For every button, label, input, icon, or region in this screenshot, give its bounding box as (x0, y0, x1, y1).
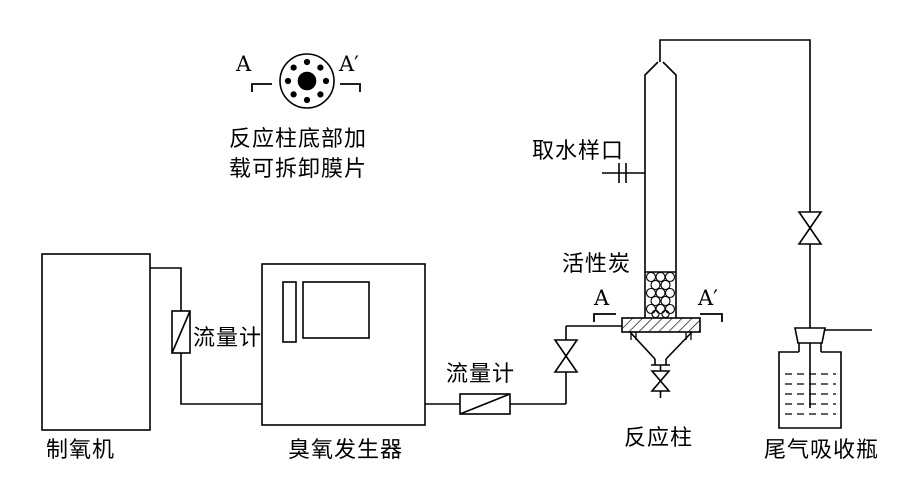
pipe-ozone-to-column (425, 325, 622, 405)
oxygen-generator-label: 制氧机 (46, 437, 116, 462)
membrane-note-line2: 载可拆卸膜片 (228, 156, 367, 181)
tail-gas-bottle-label: 尾气吸收瓶 (764, 437, 880, 462)
membrane-section-circle-icon (279, 53, 335, 109)
section-cut-marks-flange (593, 313, 723, 322)
membrane-note-line1: 反应柱底部加 (228, 126, 367, 151)
activated-carbon-label: 活性炭 (562, 251, 632, 276)
tail-gas-bottle-icon (778, 327, 872, 429)
flow-meter-1-label: 流量计 (193, 325, 263, 350)
ozone-generator-label: 臭氧发生器 (288, 437, 404, 462)
section-mark-a-flange-label: A (594, 286, 610, 310)
oxygen-generator-box (41, 253, 151, 431)
section-mark-a-prime-top-label: A′ (339, 52, 359, 76)
inlet-valve-icon (553, 339, 579, 373)
reaction-column-tube (644, 61, 677, 318)
water-sampling-port-label: 取水样口 (532, 138, 625, 163)
reaction-column-label: 反应柱 (624, 425, 694, 450)
offgas-valve-icon (797, 211, 823, 245)
pipe-column-to-bottle (659, 39, 811, 408)
membrane-note: 反应柱底部加 载可拆卸膜片 (218, 124, 378, 184)
section-mark-a-top-label: A (236, 52, 252, 76)
activated-carbon-packing (645, 271, 676, 319)
ozone-generator-box (261, 263, 426, 426)
section-mark-a-prime-flange-label: A′ (698, 286, 718, 310)
section-cut-marks-top (251, 83, 361, 92)
column-cone-outlet (629, 331, 693, 398)
flow-meter-2-label: 流量计 (446, 361, 516, 386)
pipe-oxygen-to-ozone (150, 267, 262, 405)
flow-meter-2-symbol (459, 393, 511, 415)
water-sampling-port-icon (602, 163, 645, 183)
flow-meter-1-symbol (171, 310, 191, 354)
